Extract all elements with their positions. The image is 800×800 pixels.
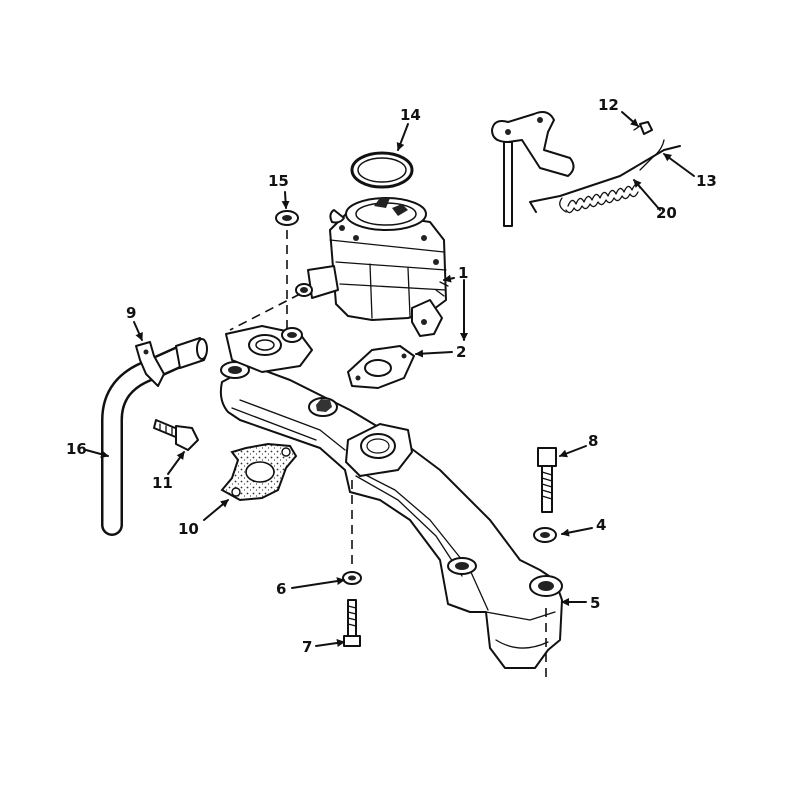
callout-labels: 1 2 4 5 6 7 8 9 10 11 12 13 14 15 16 20 — [66, 96, 717, 656]
callout-15: 15 — [268, 172, 289, 190]
gasket-ring — [350, 151, 414, 189]
callout-2: 2 — [456, 343, 466, 361]
throttle-bracket — [491, 111, 575, 227]
callout-4: 4 — [596, 516, 606, 534]
callout-14: 14 — [400, 106, 421, 124]
hose-clamp — [135, 341, 165, 387]
callout-8: 8 — [588, 432, 598, 450]
leader-lines — [85, 111, 695, 647]
bolt-7 — [343, 599, 361, 647]
washer-4 — [533, 527, 557, 543]
clip-12 — [633, 121, 653, 135]
callout-5: 5 — [590, 594, 600, 612]
callout-16: 16 — [66, 440, 87, 458]
callout-9: 9 — [126, 304, 136, 322]
carburetor-gasket — [347, 345, 415, 389]
washer-6 — [342, 571, 362, 585]
bolt-11 — [153, 419, 199, 451]
callout-11: 11 — [152, 474, 173, 492]
washer-15 — [275, 210, 299, 226]
callout-12: 12 — [598, 96, 619, 114]
callout-10: 10 — [178, 520, 199, 538]
intake-manifold — [219, 325, 563, 669]
callout-1: 1 — [458, 264, 468, 282]
callout-7: 7 — [302, 638, 312, 656]
callout-13: 13 — [696, 172, 717, 190]
stud-8 — [537, 447, 557, 513]
return-spring — [559, 139, 665, 214]
callout-20: 20 — [656, 204, 677, 222]
throttle-rod — [529, 145, 681, 213]
alignment-lines — [229, 230, 547, 680]
callout-6: 6 — [276, 580, 286, 598]
manifold-gasket — [220, 442, 298, 502]
carburetor — [295, 197, 449, 337]
